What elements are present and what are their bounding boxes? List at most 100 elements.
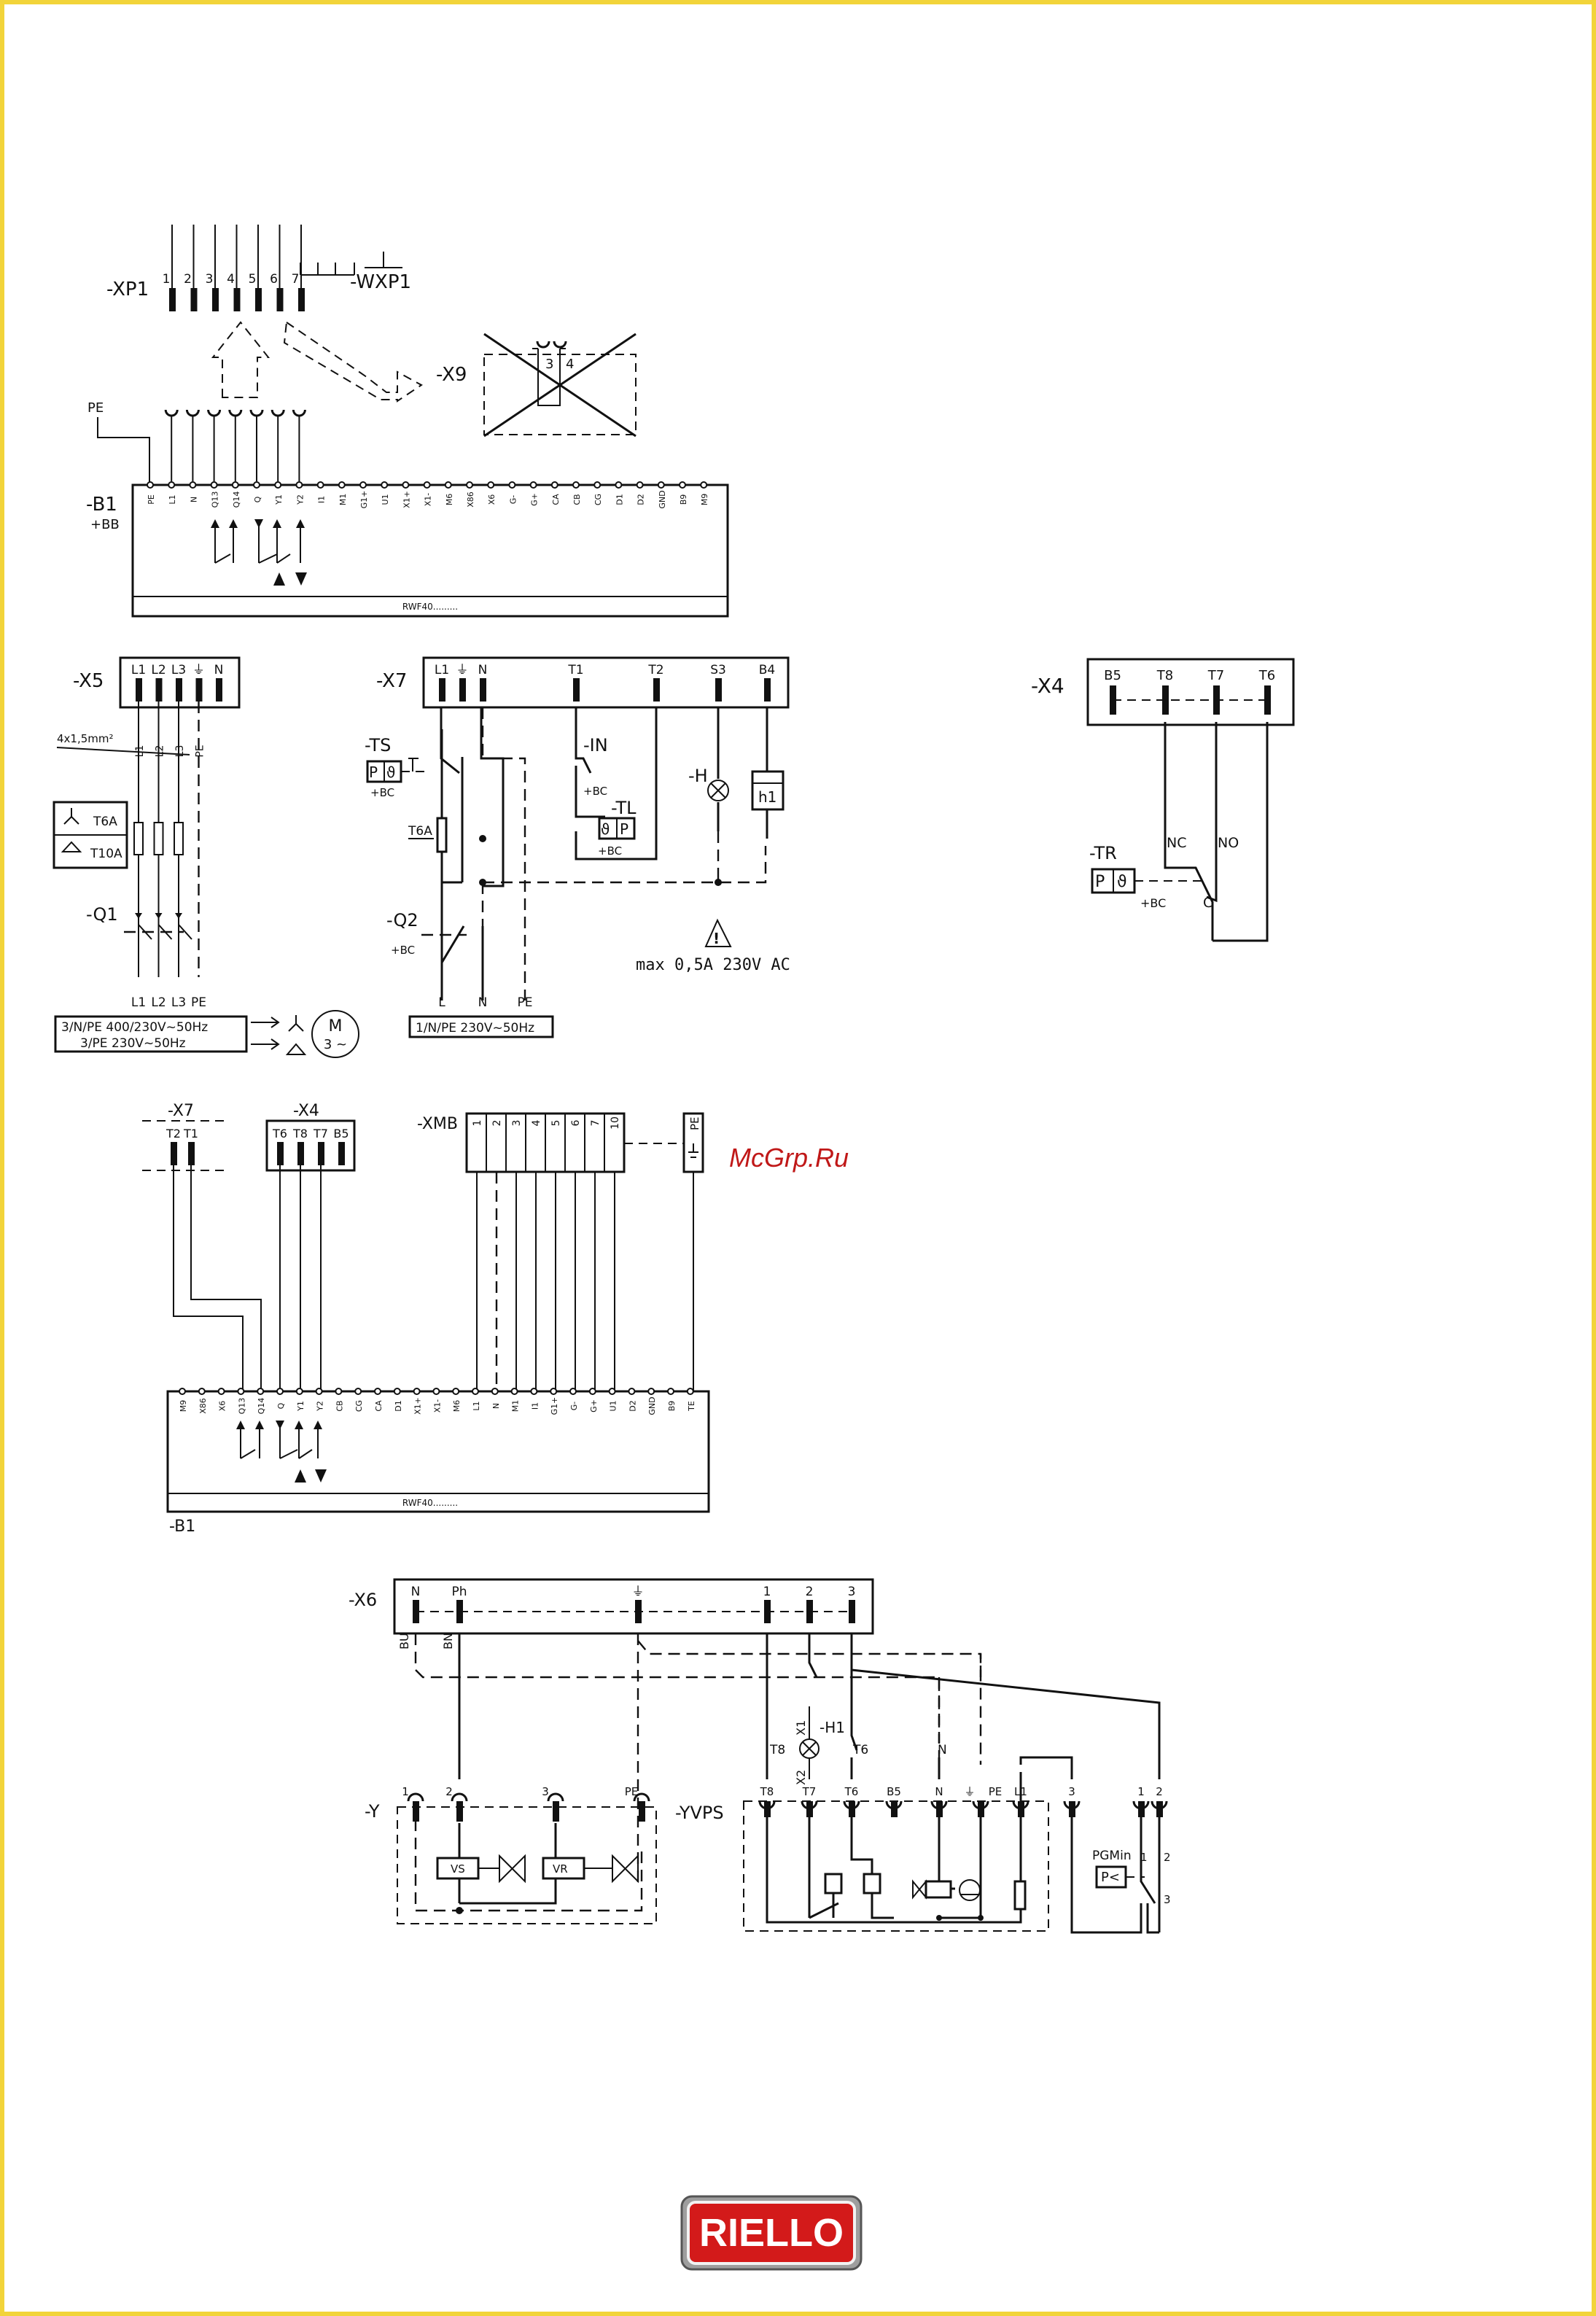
x5-output-label: L1 bbox=[131, 995, 146, 1010]
b1-bottom-terminal bbox=[530, 1388, 538, 1395]
ts-bc: +BC bbox=[370, 786, 394, 799]
xmb-pin-label: 10 bbox=[610, 1116, 621, 1130]
mid-x7-pin-label: T1 bbox=[183, 1127, 198, 1140]
svg-text:P: P bbox=[369, 763, 378, 781]
b1-bottom-terminal bbox=[413, 1388, 421, 1395]
b1-bottom-terminal-label: TE bbox=[687, 1401, 696, 1412]
x6-terminal-label: N bbox=[411, 1585, 421, 1599]
xp1-pin-bar bbox=[233, 288, 241, 311]
b1-top-lead-cup bbox=[249, 409, 264, 417]
x7-output-label: N bbox=[478, 995, 488, 1010]
b1-top-terminal bbox=[508, 481, 516, 489]
pg-num-1: 1 bbox=[1140, 1851, 1148, 1864]
yvps-pin-bar bbox=[806, 1801, 813, 1817]
b1-bottom-terminal bbox=[472, 1388, 479, 1395]
b1-top-sublabel: +BB bbox=[90, 517, 120, 532]
yvps-pin-bar bbox=[978, 1801, 984, 1817]
xp1-pin-bar bbox=[298, 288, 305, 311]
b1-bottom-terminal-label: Q bbox=[276, 1402, 286, 1409]
b1-top-terminal-label: M9 bbox=[700, 494, 709, 506]
b1-bottom-terminal-label: X1- bbox=[432, 1399, 442, 1413]
b1-top-terminal-label: CB bbox=[572, 494, 582, 505]
x5-wire-label: PE bbox=[195, 745, 206, 757]
pgmin-pin-bar bbox=[1156, 1801, 1163, 1817]
xp1-pin-number: 4 bbox=[227, 272, 235, 287]
yvps-pin-label: ⏚ bbox=[964, 1785, 975, 1798]
x7-terminal-bar bbox=[480, 678, 486, 702]
supply-3pe: 3/PE 230V~50Hz bbox=[80, 1036, 186, 1051]
b1-top-terminal-label: G- bbox=[508, 495, 518, 505]
b1-bottom-terminal bbox=[550, 1388, 558, 1395]
x5-label: -X5 bbox=[73, 670, 104, 692]
b1-top-terminal bbox=[168, 481, 176, 489]
x5-output-label: PE bbox=[191, 995, 206, 1010]
in-label: -IN bbox=[583, 735, 608, 755]
x5-output-label: L2 bbox=[151, 995, 166, 1010]
b1-top-lead-cup bbox=[228, 409, 243, 417]
y-pin-label: 3 bbox=[542, 1785, 549, 1798]
x5-wire-label: L2 bbox=[155, 745, 166, 758]
b1-bottom-terminal-label: M9 bbox=[179, 1400, 188, 1412]
xp1-label: -XP1 bbox=[106, 279, 149, 300]
b1-top-terminal-label: X1- bbox=[424, 493, 433, 507]
yvps-pin-label: N bbox=[935, 1785, 943, 1798]
mid-x4-pin-bar bbox=[297, 1142, 304, 1165]
vs-label: VS bbox=[451, 1862, 465, 1876]
b1-bottom-terminal-label: X6 bbox=[218, 1401, 227, 1412]
mid-x4-label: -X4 bbox=[293, 1102, 319, 1120]
b1-bottom-terminal-label: X86 bbox=[198, 1398, 208, 1414]
b1-bottom-terminal-label: Y2 bbox=[316, 1401, 325, 1412]
b1-bottom-terminal-label: I1 bbox=[530, 1402, 540, 1410]
b1-bottom-terminal bbox=[686, 1388, 694, 1395]
b1-top-terminal bbox=[295, 481, 303, 489]
x5-terminal-bar bbox=[195, 678, 203, 702]
x1-label: X1 bbox=[794, 1720, 808, 1736]
y-pin-bar bbox=[553, 1801, 559, 1822]
mid-x4-pin-bar bbox=[318, 1142, 324, 1165]
mid-x7-label: -X7 bbox=[168, 1102, 194, 1120]
b1-bottom-terminal bbox=[647, 1388, 655, 1395]
x5-fuse-star: T6A bbox=[93, 815, 117, 829]
b1-bottom-terminal bbox=[179, 1388, 186, 1395]
b1-top-terminal bbox=[657, 481, 665, 489]
xmb-pin-label: 5 bbox=[550, 1120, 562, 1127]
b1-bottom-terminal-label: M6 bbox=[452, 1400, 462, 1412]
b1-bottom-terminal-label: D2 bbox=[628, 1400, 637, 1411]
b1-bottom-terminal-label: Q14 bbox=[257, 1398, 266, 1415]
yvps-pin-label: T7 bbox=[802, 1785, 817, 1798]
xp1-pin-bar bbox=[169, 288, 176, 311]
xmb-pin-label: 6 bbox=[570, 1119, 582, 1126]
b1-top-terminal bbox=[147, 481, 154, 489]
x6-terminal-label: Ph bbox=[451, 1585, 467, 1599]
yvps-label: -YVPS bbox=[675, 1803, 724, 1823]
x4-terminal-label: B5 bbox=[1104, 668, 1121, 683]
x5-wire-label: L3 bbox=[174, 745, 186, 758]
b1-top-lead-cup bbox=[292, 409, 306, 417]
y-pin-label: PE bbox=[625, 1785, 639, 1798]
b1-top-terminal-label: N bbox=[189, 497, 198, 502]
b1-top-terminal-label: G1+ bbox=[359, 491, 369, 509]
y-label: -Y bbox=[365, 1801, 380, 1822]
x6-terminal-label: 3 bbox=[848, 1585, 856, 1599]
x6-label: -X6 bbox=[349, 1590, 377, 1610]
b1-top-lead-cup bbox=[207, 409, 222, 417]
pgmin-pin-bar bbox=[1138, 1801, 1145, 1817]
b1-top-terminal bbox=[253, 481, 260, 489]
mid-x7-pin-bar bbox=[171, 1142, 177, 1165]
pgmin-pin-label: 1 bbox=[1137, 1785, 1145, 1798]
svg-text:ϑ: ϑ bbox=[601, 820, 610, 838]
b1-bottom-terminal-label: GND bbox=[647, 1396, 657, 1415]
x5-terminal-label: L3 bbox=[171, 663, 186, 677]
b1-top-lead-cup bbox=[164, 409, 179, 417]
x6-terminal-label: ⏚ bbox=[632, 1585, 645, 1599]
b1-top-terminal-label: M6 bbox=[445, 494, 454, 506]
x4-nc: NC bbox=[1167, 835, 1186, 851]
x5-fuse bbox=[133, 822, 144, 855]
b1-top-terminal bbox=[636, 481, 644, 489]
pg-num-2: 2 bbox=[1164, 1851, 1171, 1864]
